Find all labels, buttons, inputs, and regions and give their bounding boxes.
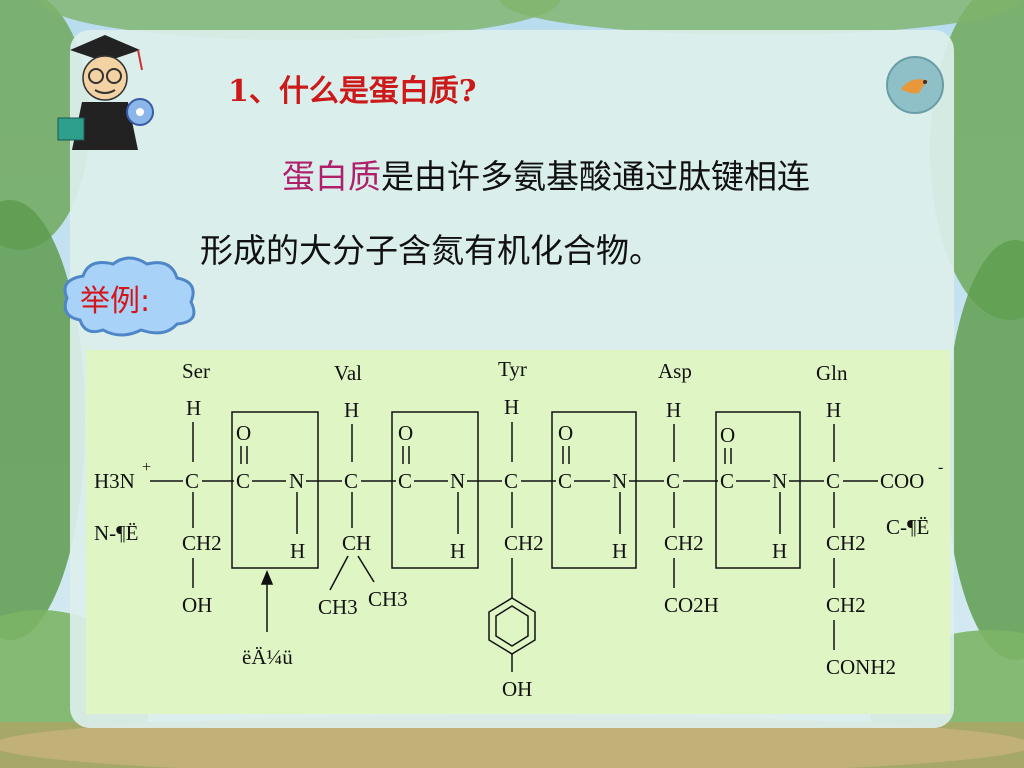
alpha-c-1: C [185, 469, 199, 493]
alpha-h-1: H [186, 396, 201, 420]
definition-text: 是由许多氨基酸通过肽键相连 [381, 157, 810, 196]
residue-name-ser: Ser [182, 359, 210, 383]
backbone-atoms: C C N C C N C C N C C N C [185, 469, 840, 493]
alpha-h-4: H [666, 398, 681, 422]
val-ch3-right: CH3 [368, 587, 408, 611]
carbonyl-c-2: C [398, 469, 412, 493]
gln-ch2-2: CH2 [826, 593, 866, 617]
amide-h-1: H [290, 539, 305, 563]
amide-h-2: H [450, 539, 465, 563]
gln-conh2: CONH2 [826, 655, 896, 679]
definition-line-1: 蛋白质是由许多氨基酸通过肽键相连 [282, 150, 810, 198]
n-terminal-label: N-¶Ë [94, 521, 139, 545]
asp-co2h: CO2H [664, 593, 719, 617]
tyr-oh: OH [502, 677, 532, 701]
residue-name-tyr: Tyr [498, 357, 527, 381]
peptide-bond-arrow [260, 570, 274, 632]
alpha-h-3: H [504, 395, 519, 419]
residue-name-val: Val [334, 361, 362, 385]
carbonyl-c-3: C [558, 469, 572, 493]
slide-title: 1、什么是蛋白质? [228, 74, 477, 109]
definition-highlight: 蛋白质 [282, 157, 381, 196]
carbonyl-o-1: O [236, 421, 251, 445]
peptide-structure-diagram: Ser Val Tyr Asp Gln H H H H H O O O O H3… [86, 350, 950, 714]
alpha-h-2: H [344, 398, 359, 422]
carbonyl-o-4: O [720, 423, 735, 447]
gln-ch2-1: CH2 [826, 531, 866, 555]
example-label: 举例: [80, 284, 151, 319]
amide-h-4: H [772, 539, 787, 563]
alpha-c-3: C [504, 469, 518, 493]
carbonyl-c-1: C [236, 469, 250, 493]
c-terminal-label: C-¶Ë [886, 515, 929, 539]
peptide-bond-label: ëÄ¼ü [242, 645, 293, 669]
ser-ch2: CH2 [182, 531, 222, 555]
val-ch3-left: CH3 [318, 595, 358, 619]
amide-n-2: N [450, 469, 465, 493]
amide-n-1: N [289, 469, 304, 493]
n-terminal-charge: + [142, 459, 151, 476]
cartoon-scholar-icon [57, 35, 154, 150]
n-terminal-group: H3N [94, 469, 135, 493]
alpha-c-2: C [344, 469, 358, 493]
alpha-c-5: C [826, 469, 840, 493]
carbonyl-o-3: O [558, 421, 573, 445]
amide-n-3: N [612, 469, 627, 493]
tyr-ch2: CH2 [504, 531, 544, 555]
carbonyl-o-2: O [398, 421, 413, 445]
carbonyl-c-4: C [720, 469, 734, 493]
amide-n-4: N [772, 469, 787, 493]
c-terminal-group: COO [880, 469, 924, 493]
val-ch: CH [342, 531, 371, 555]
alpha-h-5: H [826, 398, 841, 422]
ser-oh: OH [182, 593, 212, 617]
definition-line-2: 形成的大分子含氮有机化合物。 [200, 231, 662, 270]
alpha-c-4: C [666, 469, 680, 493]
c-terminal-charge: - [938, 459, 943, 476]
bird-badge-icon [886, 56, 944, 114]
amide-h-3: H [612, 539, 627, 563]
asp-ch2: CH2 [664, 531, 704, 555]
residue-name-asp: Asp [658, 359, 692, 383]
example-cloud-shape [63, 256, 196, 337]
residue-name-gln: Gln [816, 361, 848, 385]
